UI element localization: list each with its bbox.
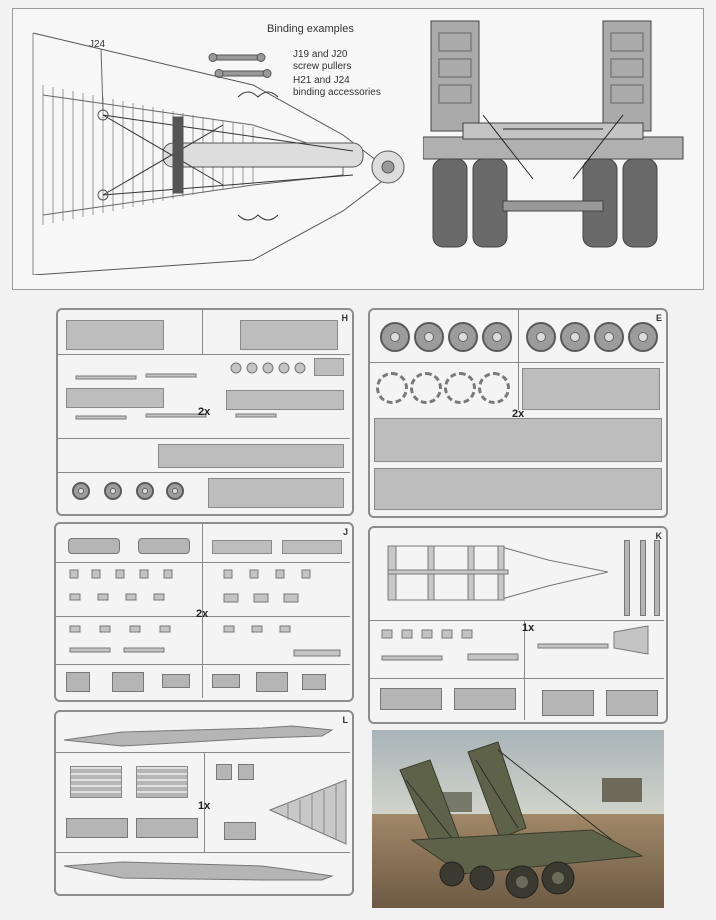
trailer-top-view-diagram <box>32 32 405 275</box>
sprue-h-wheel-2 <box>104 482 122 500</box>
sprue-k-block-1 <box>380 688 442 710</box>
binding-examples-title: Binding examples <box>267 23 354 35</box>
screw-puller-icons <box>208 53 272 78</box>
sprue-j-plate-2 <box>282 540 342 554</box>
sprue-j-multiplier: 2x <box>196 608 209 620</box>
sprue-e-wheel-7 <box>594 322 624 352</box>
legend-line-3: H21 and J24 <box>293 75 350 86</box>
sprue-l-long-beam-top <box>63 725 334 747</box>
sprue-e: E 2x <box>368 308 668 518</box>
sprue-k-block-2 <box>454 688 516 710</box>
sprue-h-plate-5 <box>158 444 344 468</box>
sprue-e-tire-4 <box>478 372 510 404</box>
sprue-h-plate-3 <box>66 388 164 408</box>
sprue-j-block-3 <box>162 674 190 688</box>
sprue-e-wheel-3 <box>448 322 478 352</box>
sprue-h-small-parts <box>75 362 306 420</box>
sprue-k-rail-2 <box>640 540 646 616</box>
sprue-l-grille-2 <box>136 766 188 798</box>
sprue-j-plate-1 <box>212 540 272 554</box>
callout-j24: J24 <box>89 39 106 50</box>
sprue-k-block-4 <box>606 690 658 716</box>
sprue-e-plate-1 <box>522 368 660 410</box>
sprue-j-block-1 <box>66 672 90 692</box>
sprue-h-plate-6 <box>208 478 344 508</box>
sprue-e-multiplier: 2x <box>512 408 525 420</box>
box-art-illustration <box>372 730 664 908</box>
sprue-k-multiplier: 1x <box>522 622 535 634</box>
sprue-j-small-parts <box>69 569 341 657</box>
sprue-h-wheel-1 <box>72 482 90 500</box>
sprue-l-ramp-plate <box>268 779 347 845</box>
sprue-e-wheel-1 <box>380 322 410 352</box>
sprue-e-wheel-5 <box>526 322 556 352</box>
binding-examples-panel: Binding examples J24 J19 and J20 screw p… <box>12 8 704 290</box>
legend-line-1: J19 and J20 <box>293 49 348 60</box>
sprue-k-gooseneck-frame <box>387 545 609 601</box>
sprue-h-plate-7 <box>314 358 344 376</box>
sprue-e-plate-2 <box>374 418 662 462</box>
sprue-h: H 2x <box>56 308 354 516</box>
sprue-e-tire-1 <box>376 372 408 404</box>
sprue-j-bracket-1 <box>68 538 120 554</box>
sprue-l: L 1x <box>54 710 354 896</box>
sprue-h-multiplier: 2x <box>198 406 211 418</box>
sprue-l-block-1 <box>66 818 128 838</box>
legend-line-4: binding accessories <box>293 87 381 98</box>
sprue-k: K 1x <box>368 526 668 724</box>
sprue-l-block-5 <box>224 822 256 840</box>
sprue-e-wheel-8 <box>628 322 658 352</box>
sprue-h-plate-2 <box>240 320 338 350</box>
box-art-scene <box>372 730 664 908</box>
sprue-e-plate-3 <box>374 468 662 510</box>
sprue-k-block-3 <box>542 690 594 716</box>
sprue-e-wheel-6 <box>560 322 590 352</box>
sprue-h-wheel-4 <box>166 482 184 500</box>
sprue-j-bracket-2 <box>138 538 190 554</box>
sprue-e-tire-2 <box>410 372 442 404</box>
sprue-k-rail-1 <box>624 540 630 616</box>
sprue-e-tire-3 <box>444 372 476 404</box>
sprue-l-block-3 <box>216 764 232 780</box>
sprue-l-block-2 <box>136 818 198 838</box>
sprue-l-grille-1 <box>70 766 122 798</box>
sprue-l-block-4 <box>238 764 254 780</box>
sprue-k-rail-3 <box>654 540 660 616</box>
sprue-j-block-2 <box>112 672 144 692</box>
sprue-h-plate-1 <box>66 320 164 350</box>
sprue-e-letter: E <box>655 313 662 323</box>
sprue-e-wheel-4 <box>482 322 512 352</box>
sprue-k-small-parts <box>381 625 649 661</box>
sprue-l-long-beam-bottom <box>63 861 334 881</box>
sprue-k-letter: K <box>655 531 663 541</box>
sprue-h-letter: H <box>341 313 349 323</box>
sprue-l-letter: L <box>342 715 349 725</box>
sprue-h-plate-4 <box>226 390 344 410</box>
sprue-j-block-6 <box>302 674 326 690</box>
legend-line-2: screw pullers <box>293 61 352 72</box>
sprue-j-letter: J <box>342 527 348 537</box>
sprue-j-block-5 <box>256 672 288 692</box>
sprue-j-block-4 <box>212 674 240 688</box>
sprue-l-multiplier: 1x <box>198 800 211 812</box>
sprue-j: J 2x <box>54 522 354 702</box>
trailer-rear-view-diagram <box>423 20 684 248</box>
sprue-h-wheel-3 <box>136 482 154 500</box>
sprue-e-wheel-2 <box>414 322 444 352</box>
